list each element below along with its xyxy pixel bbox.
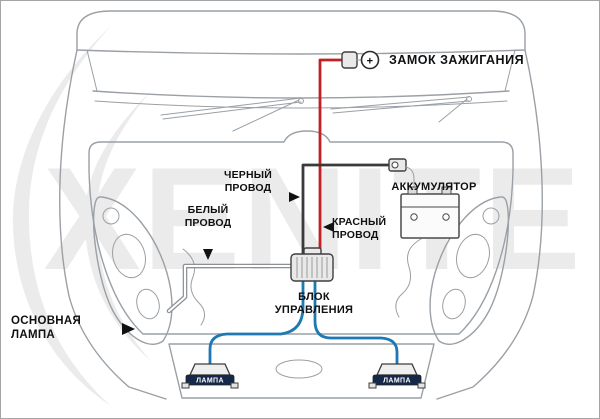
- wiper-right: [330, 96, 470, 123]
- red-wire: [318, 58, 344, 257]
- cowl-line: [94, 100, 508, 109]
- battery-label: АККУМУЛЯТОР: [391, 181, 476, 193]
- black-wire-label-line2: ПРОВОД: [225, 182, 272, 194]
- control-unit-ribs: [296, 257, 328, 278]
- arrow-to-black-wire: [289, 192, 300, 202]
- roof-band: [76, 10, 526, 55]
- bumper: [168, 343, 435, 399]
- battery-cap: [442, 213, 450, 221]
- cowl-line: [92, 90, 510, 99]
- headlight-lens: [136, 288, 160, 320]
- red-wire-label-line2: ПРОВОД: [332, 229, 379, 241]
- crescent-shape: [84, 91, 151, 361]
- lamp-band: [185, 374, 235, 386]
- arrow-to-main-lamp: [122, 323, 135, 335]
- clamp-hole: [391, 161, 399, 169]
- bay-detail: [395, 238, 422, 318]
- wiper-left: [160, 97, 302, 132]
- wiring: [166, 58, 399, 366]
- battery-post: [441, 186, 452, 195]
- headlight-left: [92, 196, 173, 345]
- white-wire-label-line2: ПРОВОД: [185, 217, 232, 229]
- a-pillar-left: [86, 49, 98, 92]
- lamp-label: ЛАМПА: [383, 378, 411, 385]
- arrow-to-white-wire: [203, 249, 213, 260]
- wiper-pivot: [298, 98, 304, 104]
- lamp-foot: [368, 382, 377, 389]
- car-outline: [59, 10, 543, 400]
- lamp-foot: [417, 382, 426, 389]
- callouts: ЗАМОК ЗАЖИГАНИЯ ЧЕРНЫЙ ПРОВОД АККУМУЛЯТО…: [11, 53, 524, 341]
- lamp-band: [372, 374, 422, 386]
- battery-body: [400, 193, 460, 239]
- black-wire: [301, 163, 391, 257]
- connector-body: [341, 51, 358, 69]
- lamp-housing: [188, 363, 232, 376]
- engine-bay: [88, 130, 514, 335]
- components: + ЛАМПА: [181, 50, 460, 389]
- lamp-housing: [375, 363, 419, 376]
- body-side-left: [59, 49, 167, 400]
- plus-terminal: [360, 50, 380, 70]
- drl-lamp-left: ЛАМПА: [181, 363, 239, 389]
- headlight-lens: [456, 233, 490, 279]
- battery-cap: [410, 213, 418, 221]
- control-unit: [290, 247, 334, 282]
- arrow-to-red-wire: [323, 222, 334, 232]
- crescent-shape: [12, 26, 111, 406]
- headlight-lens: [482, 207, 500, 225]
- plus-sign: +: [367, 56, 374, 68]
- battery: [388, 158, 460, 239]
- headlight-right: [429, 196, 510, 345]
- a-pillar-right: [504, 49, 516, 92]
- white-wire-label-line1: БЕЛЫЙ: [188, 203, 229, 216]
- lamp-foot: [230, 382, 239, 389]
- headlight-lens: [442, 288, 466, 320]
- body-side-right: [436, 49, 543, 400]
- red-wire-label-line1: КРАСНЫЙ: [332, 215, 386, 228]
- control-unit-label-line2: УПРАВЛЕНИЯ: [275, 304, 354, 316]
- wiper-pivot: [466, 96, 472, 102]
- main-lamp-label-line1: ОСНОВНАЯ: [11, 315, 81, 327]
- control-unit-label-line1: БЛОК: [298, 291, 330, 303]
- lamp-label: ЛАМПА: [196, 378, 224, 385]
- main-lamp-label-line2: ЛАМПА: [11, 329, 55, 341]
- headlight-lens: [112, 233, 146, 279]
- blue-wire-right: [313, 279, 399, 366]
- black-wire-label-line1: ЧЕРНЫЙ: [224, 168, 272, 181]
- battery-post: [407, 186, 418, 195]
- grille-oval: [275, 359, 323, 379]
- ignition-label: ЗАМОК ЗАЖИГАНИЯ: [389, 53, 524, 67]
- drl-lamp-right: ЛАМПА: [368, 363, 426, 389]
- ignition-terminal: +: [341, 50, 380, 70]
- headlight-lens: [102, 207, 120, 225]
- blue-wire-left: [208, 279, 305, 366]
- brand-watermark: XENITE: [12, 26, 581, 406]
- bay-detail: [182, 248, 205, 326]
- lamp-foot: [181, 382, 190, 389]
- clamp-lead: [405, 166, 415, 194]
- white-wire: [167, 264, 293, 313]
